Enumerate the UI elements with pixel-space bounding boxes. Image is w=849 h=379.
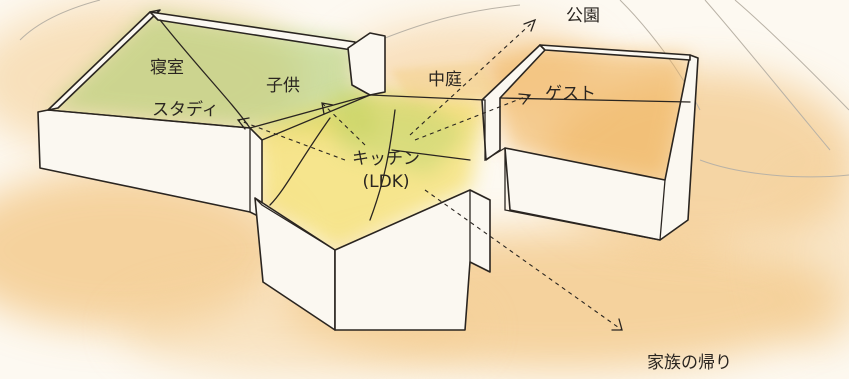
floor-washes: [48, 12, 690, 250]
arrowheads: [236, 18, 623, 331]
label-courtyard: 中庭: [428, 70, 462, 90]
label-ldk: (LDK): [362, 171, 410, 192]
label-kitchen: キッチン: [352, 149, 420, 169]
label-guest: ゲスト: [545, 84, 596, 104]
label-bedroom: 寝室: [150, 58, 184, 78]
arrow-to-kids: [321, 102, 366, 146]
label-family-return: 家族の帰り: [647, 353, 732, 373]
arrow-to-study: [237, 119, 346, 161]
wall-faces: [37, 9, 699, 331]
label-park: 公園: [566, 6, 600, 26]
arrow-to-family-return: [424, 189, 623, 331]
sketch-linework: [47, 19, 691, 263]
sightline-arrows: [237, 19, 623, 331]
label-kitchen-ldk: キッチン (LDK): [338, 148, 434, 194]
label-kids: 子供: [266, 76, 300, 96]
label-study: スタディ: [152, 100, 219, 120]
